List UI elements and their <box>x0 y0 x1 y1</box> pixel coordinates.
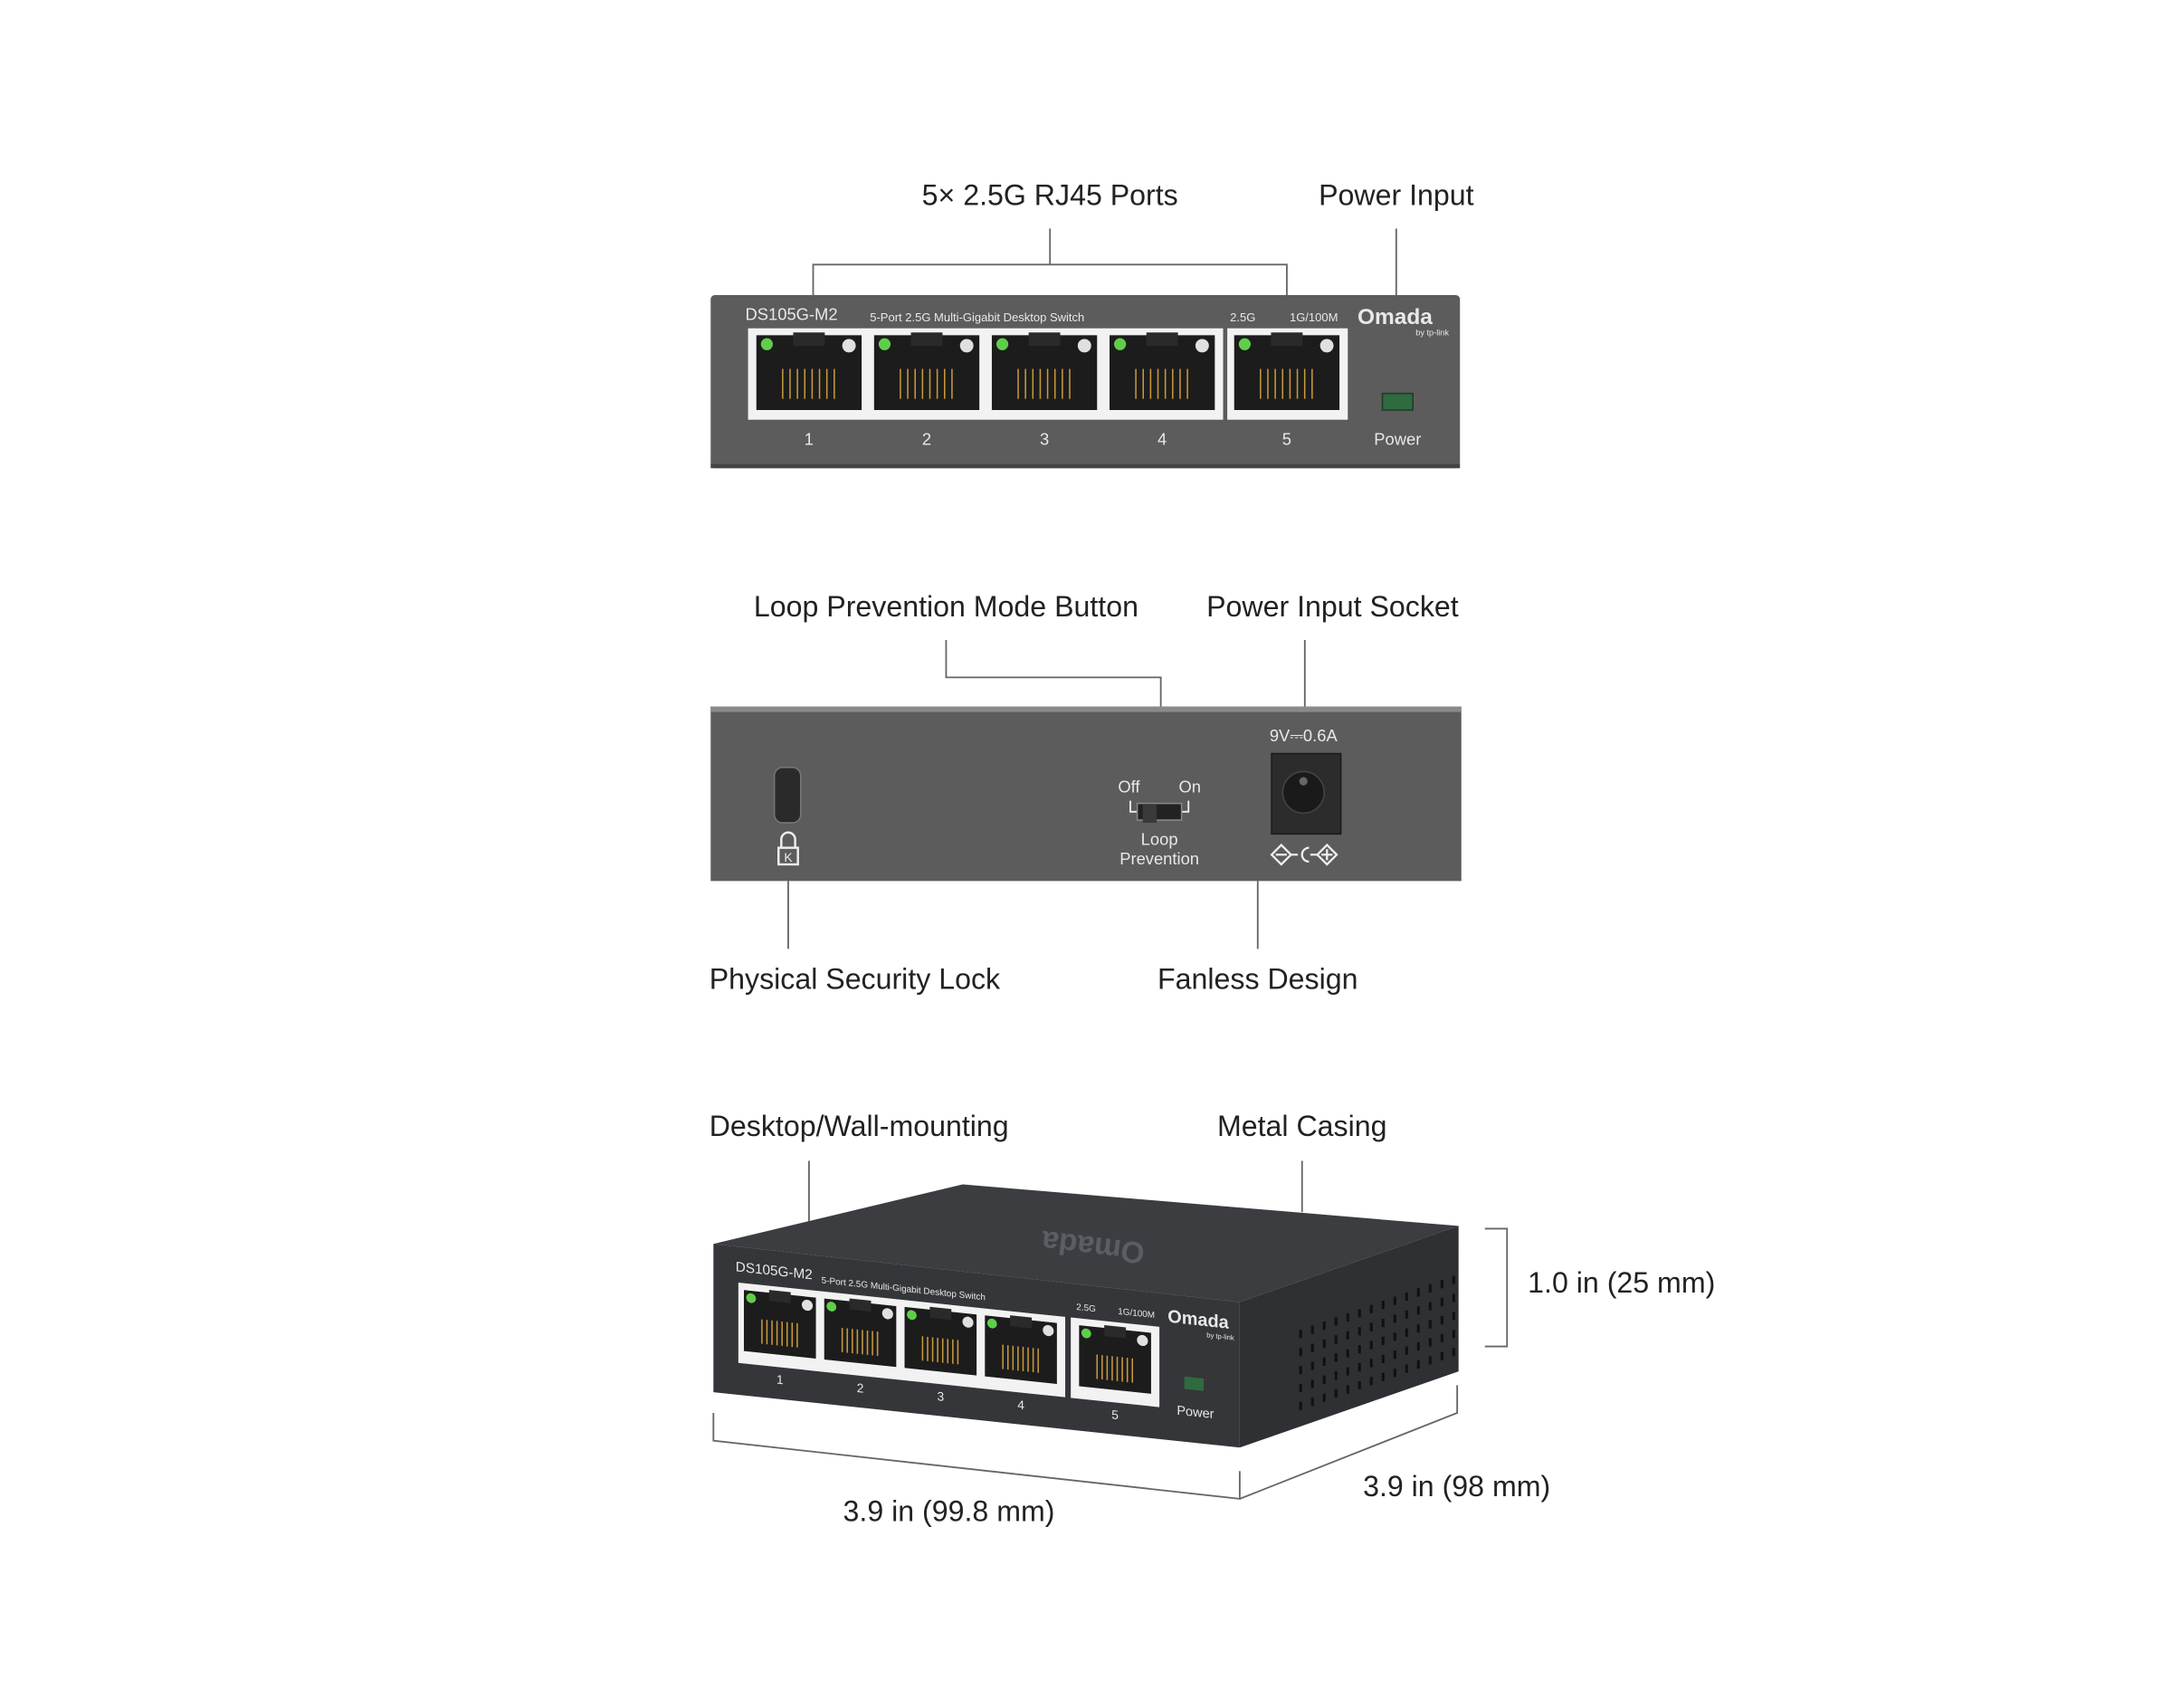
switch-label-prevention: Prevention <box>1119 849 1199 868</box>
switch-label-loop: Loop <box>1141 830 1178 849</box>
dimension-width: 3.9 in (99.8 mm) <box>843 1494 1055 1527</box>
switch-off-label: Off <box>1118 777 1140 796</box>
callout-casing: Metal Casing <box>1217 1110 1386 1142</box>
port-led-white <box>1195 339 1209 353</box>
rj45-port-1[interactable] <box>756 332 862 411</box>
depth-dimension-line <box>1239 1385 1459 1500</box>
power-rating-label: 9V⎓0.6A <box>1270 726 1338 745</box>
polarity-icon <box>1270 843 1338 866</box>
port-led-green <box>878 338 891 350</box>
iso-front-panel: DS105G-M2 5-Port 2.5G Multi-Gigabit Desk… <box>736 1259 1234 1422</box>
power-label: Power <box>1374 429 1421 448</box>
power-jack-hole <box>1281 770 1325 815</box>
iso-port-number: 2 <box>857 1380 864 1396</box>
port-led-white <box>1077 339 1091 353</box>
port-led-green <box>1081 1328 1091 1339</box>
rj45-port-3[interactable] <box>904 1304 977 1376</box>
port-led-white <box>1043 1324 1054 1337</box>
port-number: 3 <box>1040 429 1049 448</box>
port-led-green <box>1114 338 1127 350</box>
led-legend-2-5g: 2.5G <box>1230 310 1255 324</box>
port-led-green <box>760 338 774 350</box>
rj45-port-3[interactable] <box>991 332 1098 411</box>
isometric-view: Desktop/Wall-mounting Metal Casing Omada… <box>710 1110 1716 1527</box>
iso-port-number: 5 <box>1111 1407 1119 1422</box>
rj45-port-4[interactable] <box>1110 332 1215 411</box>
iso-port-number: 1 <box>776 1372 784 1388</box>
led-legend-1g: 1G/100M <box>1290 310 1338 324</box>
iso-power-label: Power <box>1176 1404 1214 1422</box>
iso-tplink-logo: by tp-link <box>1206 1331 1234 1341</box>
iso-ports-frame <box>738 1282 1066 1398</box>
dimension-depth: 3.9 in (98 mm) <box>1363 1470 1550 1503</box>
height-dimension-line <box>1484 1227 1509 1348</box>
iso-legend-2-5g: 2.5G <box>1076 1302 1096 1314</box>
port-led-green <box>996 338 1009 350</box>
port-number: 2 <box>922 429 931 448</box>
callout-power-input: Power Input <box>1319 179 1474 212</box>
case-top <box>713 1184 1459 1302</box>
callout-mounting: Desktop/Wall-mounting <box>710 1110 1009 1142</box>
kensington-lock-icon: K <box>777 831 799 866</box>
callout-power-socket: Power Input Socket <box>1206 590 1459 623</box>
rj45-port-1[interactable] <box>743 1287 816 1359</box>
port-led-white <box>1137 1334 1148 1347</box>
front-panel-edge <box>710 463 1461 469</box>
port-number: 4 <box>1157 429 1167 448</box>
port-led-white <box>881 1308 893 1320</box>
port-led-white <box>801 1299 814 1312</box>
rj45-port-2[interactable] <box>824 1296 897 1368</box>
port-led-green <box>826 1302 837 1312</box>
power-jack-pin <box>1299 777 1308 786</box>
port-led-white <box>962 1316 974 1328</box>
rear-panel <box>710 706 1462 882</box>
front-view: 5× 2.5G RJ45 Ports Power Input DS105G-M2… <box>710 179 1474 469</box>
omada-logo: Omada <box>1358 305 1433 329</box>
security-lock-slot <box>773 767 802 824</box>
callout-ports: 5× 2.5G RJ45 Ports <box>922 179 1178 212</box>
dimension-height: 1.0 in (25 mm) <box>1528 1266 1715 1299</box>
rj45-port-5[interactable] <box>1234 332 1340 411</box>
switch-knob[interactable] <box>1142 805 1157 824</box>
callout-fanless: Fanless Design <box>1157 963 1358 996</box>
port-led-green <box>986 1318 997 1329</box>
iso-legend-1g: 1G/100M <box>1118 1307 1155 1321</box>
ports-leader-line <box>812 228 1288 295</box>
port-number: 1 <box>805 429 814 448</box>
rj45-port-5[interactable] <box>1079 1322 1151 1394</box>
svg-text:K: K <box>784 851 793 864</box>
port-led-white <box>959 339 974 353</box>
port-led-green <box>907 1310 917 1321</box>
port-led-white <box>842 339 856 353</box>
switch-on-label: On <box>1179 777 1201 796</box>
vent-holes <box>1299 1275 1455 1410</box>
port-led-green <box>1238 338 1251 350</box>
port-led-green <box>746 1293 757 1303</box>
callout-loop-button: Loop Prevention Mode Button <box>754 590 1138 623</box>
rear-panel-top-edge <box>710 706 1462 712</box>
rear-view: Loop Prevention Mode Button Power Input … <box>710 590 1462 996</box>
iso-power-led <box>1184 1376 1205 1391</box>
switch-brackets <box>1129 800 1190 813</box>
description-label: 5-Port 2.5G Multi-Gigabit Desktop Switch <box>870 310 1084 324</box>
rj45-port-4[interactable] <box>985 1312 1057 1384</box>
port-led-white <box>1319 339 1334 353</box>
width-dimension-line <box>712 1413 1241 1500</box>
callout-security-lock: Physical Security Lock <box>710 963 1001 996</box>
port-number: 5 <box>1282 429 1291 448</box>
iso-port-number: 3 <box>937 1388 944 1404</box>
model-label: DS105G-M2 <box>746 305 838 324</box>
rj45-port-2[interactable] <box>873 332 980 411</box>
iso-port-number: 4 <box>1017 1398 1024 1413</box>
tplink-logo: by tp-link <box>1415 328 1449 337</box>
power-led <box>1381 392 1414 411</box>
